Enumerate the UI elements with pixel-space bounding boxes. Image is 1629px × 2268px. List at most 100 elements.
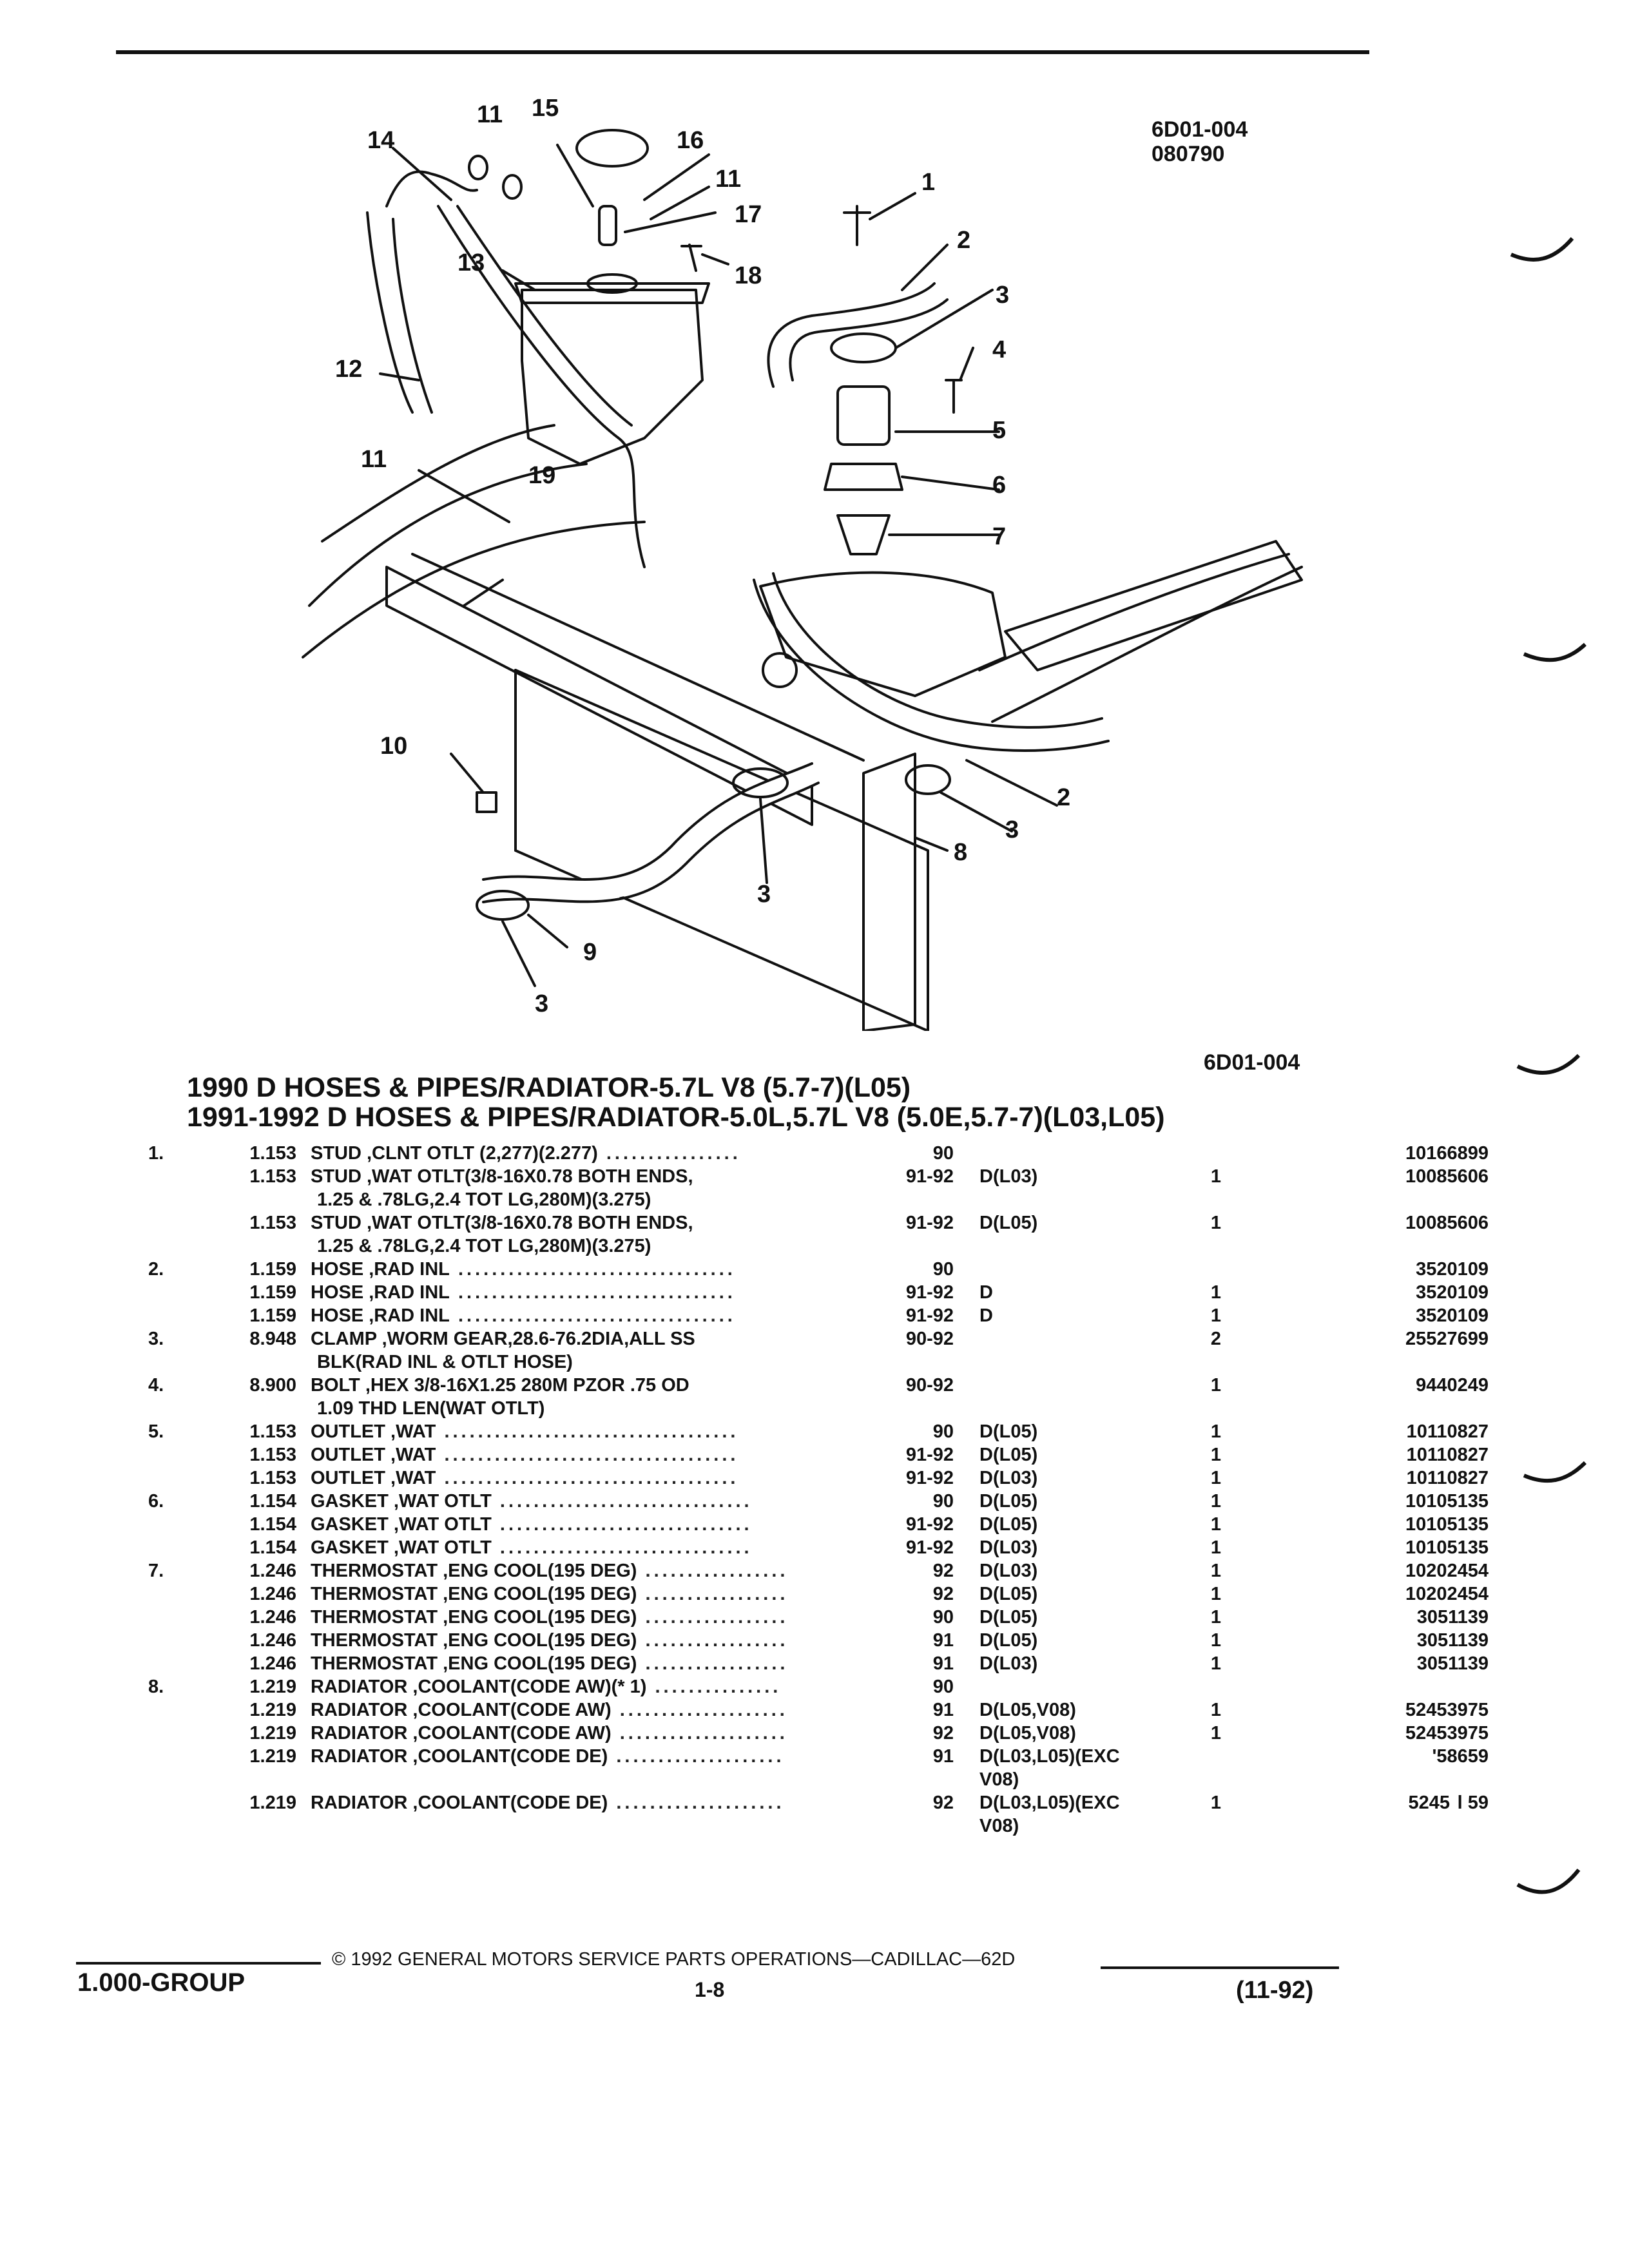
- bolt-4: [945, 379, 963, 414]
- part-group: 1.246: [249, 1607, 296, 1628]
- part-description: THERMOSTAT ,ENG COOL(195 DEG) ..........…: [311, 1652, 978, 1675]
- footer-page-number: 1-8: [695, 1978, 725, 2001]
- reservoir-cap: [586, 273, 638, 294]
- part-years: 90: [932, 1421, 954, 1442]
- part-application: D(L03): [979, 1561, 1038, 1581]
- part-application: D(L03): [979, 1166, 1038, 1187]
- callout-3-mid: 3: [757, 881, 771, 908]
- callout-6: 6: [992, 472, 1006, 499]
- leader-dots: ....................: [608, 1792, 785, 1813]
- part-description: OUTLET ,WAT ............................…: [311, 1420, 978, 1443]
- core-support: [385, 566, 813, 826]
- part-quantity: 1: [1210, 1792, 1221, 1813]
- part-number: 3051139: [1416, 1653, 1489, 1674]
- part-application: D(L05): [979, 1213, 1038, 1233]
- part-quantity: 1: [1210, 1584, 1221, 1604]
- part-quantity: 1: [1210, 1166, 1221, 1187]
- overflow-hose-long-b: [456, 205, 633, 427]
- part-application: D(L05,V08): [979, 1723, 1076, 1744]
- part-number: 3520109: [1416, 1259, 1489, 1280]
- part-description-line-1: THERMOSTAT ,ENG COOL(195 DEG): [311, 1653, 637, 1674]
- callout-5: 5: [992, 417, 1006, 444]
- part-description-line-1: GASKET ,WAT OTLT: [311, 1491, 492, 1512]
- right-panel: [1004, 540, 1303, 671]
- part-application: D(L03): [979, 1468, 1038, 1488]
- edge-mark-3: [1516, 1053, 1581, 1075]
- part-number: 10110827: [1406, 1468, 1489, 1488]
- part-application: D(L05): [979, 1607, 1038, 1628]
- part-number: 10110827: [1406, 1445, 1489, 1465]
- part-quantity: 2: [1210, 1329, 1221, 1349]
- cap-15: [575, 129, 649, 168]
- part-quantity: 1: [1210, 1213, 1221, 1233]
- callout-12: 12: [335, 356, 362, 383]
- radiator-tank: [862, 753, 916, 1031]
- clamp-3-mid: [732, 767, 789, 798]
- callout-19: 19: [528, 462, 555, 489]
- part-years: 92: [932, 1561, 954, 1581]
- part-description-line-2: 1.09 THD LEN(WAT OTLT): [317, 1398, 545, 1419]
- part-number: 52453975: [1405, 1700, 1489, 1720]
- edge-mark-5: [1516, 1869, 1581, 1894]
- part-years: 90: [932, 1607, 954, 1628]
- part-years: 90: [932, 1143, 954, 1164]
- part-application: D(L05): [979, 1445, 1038, 1465]
- part-key: 2.: [148, 1259, 164, 1280]
- leader-dots: ...................................: [436, 1445, 739, 1465]
- leader-dots: ..............................: [491, 1537, 753, 1558]
- pump-pulley: [762, 652, 798, 688]
- exploded-parts-diagram: 11 15 14 16 11 17 18 13 12 11 19 1 2 3 4…: [302, 95, 1303, 1031]
- part-years: 90: [932, 1677, 954, 1697]
- part-description-line-1: THERMOSTAT ,ENG COOL(195 DEG): [311, 1630, 637, 1651]
- lower-hose: [472, 762, 823, 900]
- part-group: 1.219: [249, 1746, 296, 1767]
- footer-rule-left: [76, 1962, 321, 1965]
- part-description: HOSE ,RAD INL ..........................…: [311, 1258, 978, 1281]
- part-description: RADIATOR ,COOLANT(CODE DE) .............…: [311, 1745, 978, 1768]
- part-key: 3.: [148, 1329, 164, 1349]
- callout-16: 16: [677, 127, 704, 154]
- callout-17: 17: [735, 201, 762, 228]
- leader-dots: .................................: [449, 1259, 736, 1280]
- leader-dots: .................................: [449, 1305, 736, 1326]
- part-years: 90: [932, 1259, 954, 1280]
- part-key: 8.: [148, 1677, 164, 1697]
- part-description-line-1: THERMOSTAT ,ENG COOL(195 DEG): [311, 1584, 637, 1604]
- leader-dots: ....................: [608, 1746, 785, 1767]
- part-years: 91: [932, 1700, 954, 1720]
- leader-dots: .................: [637, 1653, 789, 1674]
- part-key: 7.: [148, 1561, 164, 1581]
- callout-4: 4: [992, 336, 1006, 363]
- part-group: 1.153: [249, 1421, 296, 1442]
- part-number: 10202454: [1405, 1584, 1489, 1604]
- fender-line-1: [308, 463, 588, 607]
- part-description-line-1: STUD ,WAT OTLT(3/8-16X0.78 BOTH ENDS,: [311, 1166, 693, 1187]
- part-years: 91-92: [905, 1305, 954, 1326]
- part-quantity: 1: [1210, 1561, 1221, 1581]
- part-application: D(L05): [979, 1491, 1038, 1512]
- part-group: 1.246: [249, 1630, 296, 1651]
- part-description-line-1: RADIATOR ,COOLANT(CODE AW)(* 1): [311, 1677, 647, 1697]
- reservoir-body: [521, 289, 704, 465]
- part-quantity: 1: [1210, 1700, 1221, 1720]
- engine-block: [759, 571, 1007, 697]
- section-titles: 1990 D HOSES & PIPES/RADIATOR-5.7L V8 (5…: [187, 1073, 1572, 1132]
- gasket-6: [824, 463, 903, 491]
- part-group: 1.246: [249, 1653, 296, 1674]
- callout-1: 1: [921, 169, 935, 196]
- part-number: 3051139: [1416, 1630, 1489, 1651]
- part-years: 91: [932, 1630, 954, 1651]
